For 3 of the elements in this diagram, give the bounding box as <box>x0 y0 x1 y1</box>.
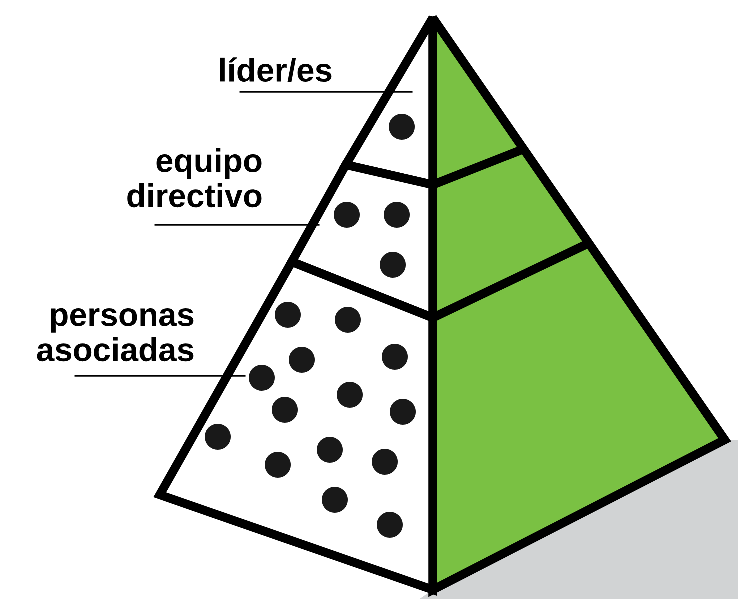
tier-label: equipo directivo <box>128 148 262 208</box>
tier-label: personas asociadas <box>37 308 194 362</box>
tier-label: líder/es <box>220 58 332 82</box>
